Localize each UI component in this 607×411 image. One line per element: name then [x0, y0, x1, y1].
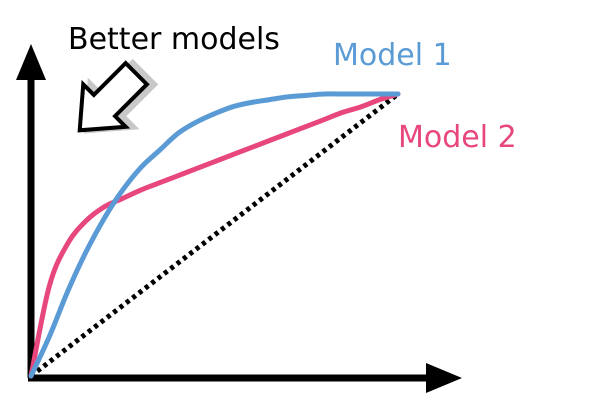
annotation-text: Better models [68, 22, 280, 57]
x-axis-arrowhead [426, 363, 462, 393]
series-line-1 [28, 91, 401, 379]
series-layer [28, 91, 401, 379]
legend-model-2: Model 2 [398, 120, 517, 155]
better-models-arrow-body [77, 60, 150, 133]
legend-model-1: Model 1 [333, 38, 452, 73]
better-models-arrow [77, 58, 159, 134]
better-models-arrow-shadow [83, 58, 159, 134]
random-baseline-line [29, 92, 400, 378]
series-line-2 [28, 91, 401, 379]
y-axis-arrowhead [16, 44, 46, 80]
